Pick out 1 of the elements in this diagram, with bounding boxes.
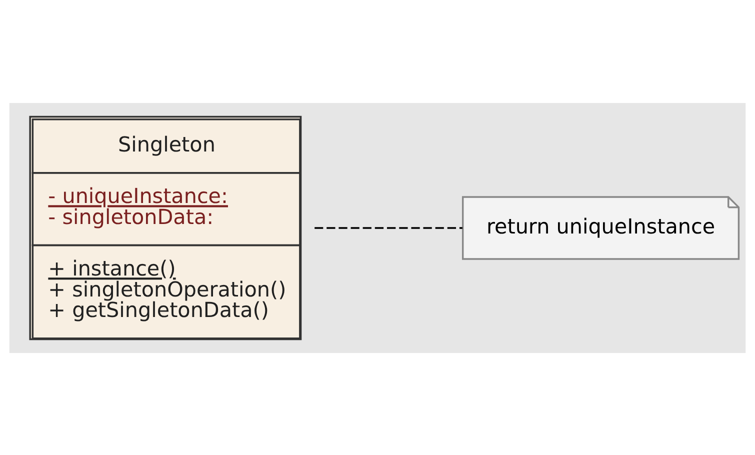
connector xyxy=(314,226,462,228)
